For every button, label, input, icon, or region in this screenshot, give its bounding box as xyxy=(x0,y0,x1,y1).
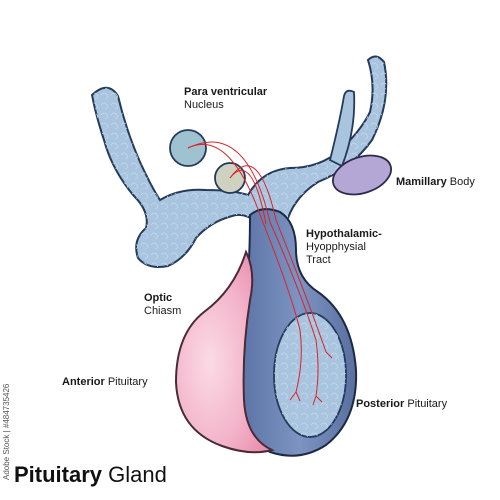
label-anterior-rest: Pituitary xyxy=(104,376,148,388)
mamillary-body xyxy=(332,154,392,196)
label-mamillary-bold: Mamillary xyxy=(396,176,447,188)
label-posterior-rest: Pituitary xyxy=(404,398,448,410)
label-posterior: Posterior Pituitary xyxy=(356,398,447,411)
label-mamillary: Mamillary Body xyxy=(396,176,475,189)
hypothalamus-branch xyxy=(328,89,356,168)
label-hypothalamic-line2: Hyopphysial xyxy=(306,241,366,253)
label-anterior-bold: Anterior xyxy=(62,376,105,388)
label-posterior-bold: Posterior xyxy=(356,398,405,410)
anterior-pituitary xyxy=(174,249,275,454)
stock-id: Adobe Stock | #484735426 xyxy=(2,383,11,480)
label-hypothalamic: Hypothalamic- Hyopphysial Tract xyxy=(306,228,382,267)
label-paraventricular-rest: Nucleus xyxy=(184,99,224,111)
label-optic-rest: Chiasm xyxy=(144,305,182,317)
title-rest: Gland xyxy=(108,462,167,487)
label-paraventricular: Para ventricular Nucleus xyxy=(184,86,267,112)
label-optic-bold: Optic xyxy=(144,292,173,304)
label-hypothalamic-bold: Hypothalamic- xyxy=(306,228,382,240)
label-paraventricular-bold: Para ventricular xyxy=(184,86,268,98)
nerve-fibers xyxy=(187,141,333,406)
label-anterior: Anterior Pituitary xyxy=(62,376,148,389)
label-mamillary-rest: Body xyxy=(446,176,475,188)
label-optic: Optic Chiasm xyxy=(144,292,181,318)
stock-watermark: Adobe Stock | #484735426 xyxy=(2,360,14,480)
title-bold: Pituitary xyxy=(14,462,103,487)
label-hypothalamic-line3: Tract xyxy=(306,254,331,266)
diagram-title: Pituitary Gland xyxy=(14,462,167,488)
